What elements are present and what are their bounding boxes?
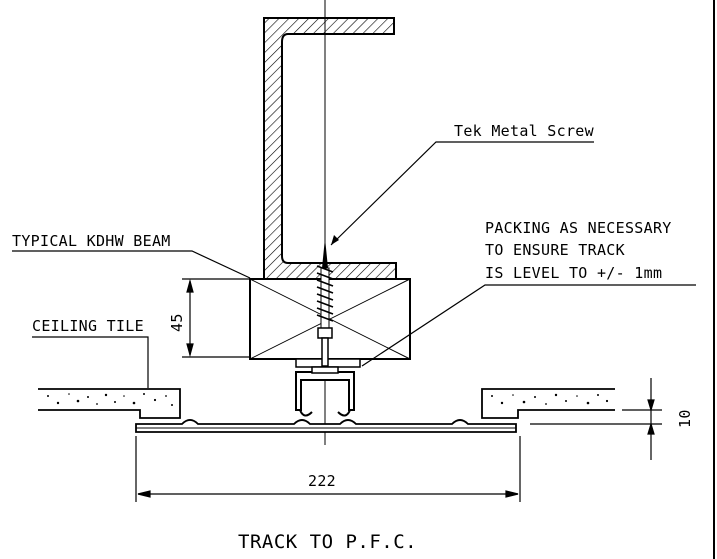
- drawing-title: TRACK TO P.F.C.: [238, 531, 417, 553]
- dim-label-45: 45: [168, 313, 186, 332]
- dim-label-10: 10: [676, 409, 694, 428]
- ceiling-tile-right: [481, 388, 615, 419]
- label-packing-1: PACKING AS NECESSARY: [485, 219, 672, 237]
- ceiling-tile-left: [38, 388, 181, 419]
- dimension-222: [135, 436, 521, 502]
- dimension-10: [530, 378, 662, 460]
- label-tek-screw: Tek Metal Screw: [454, 122, 595, 140]
- dim-label-222: 222: [308, 472, 336, 490]
- tek-screw: [316, 238, 334, 367]
- dimension-45: [182, 278, 250, 358]
- label-packing-3: IS LEVEL TO +/- 1mm: [485, 264, 662, 282]
- leader-lines: [12, 141, 696, 388]
- track-profile: [135, 366, 517, 433]
- screw-arrowhead: [331, 235, 339, 245]
- pfc-channel: [263, 17, 397, 280]
- label-ceiling-tile: CEILING TILE: [32, 317, 144, 335]
- label-packing-2: TO ENSURE TRACK: [485, 241, 625, 259]
- label-beam: TYPICAL KDHW BEAM: [12, 232, 171, 250]
